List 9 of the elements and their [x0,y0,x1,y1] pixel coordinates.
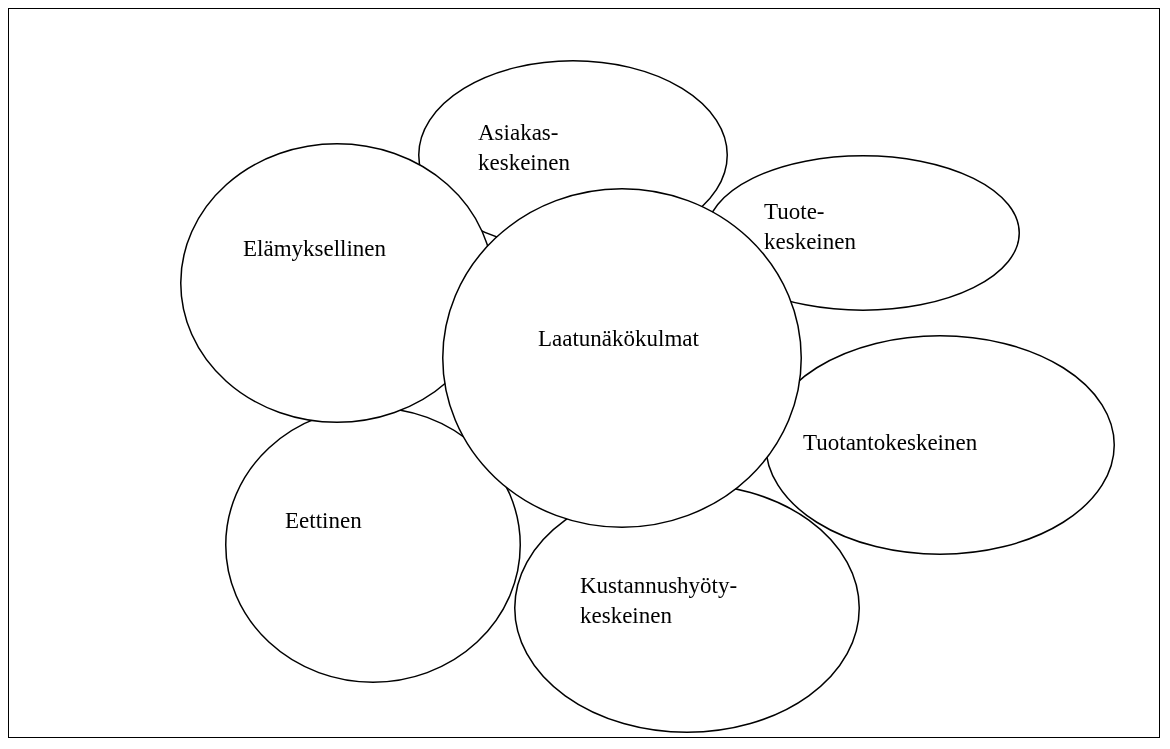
node-label: Kustannushyöty- keskeinen [580,572,738,630]
ellipse-node [225,407,521,683]
node-label: Laatunäkökulmat [538,325,699,353]
node-label: Eettinen [285,507,362,535]
node-label: Tuotantokeskeinen [803,429,978,457]
node-label: Tuote- keskeinen [764,198,856,256]
ellipse-node [765,335,1115,555]
node-label: Elämyksellinen [243,235,387,263]
node-label: Asiakas- keskeinen [478,119,570,177]
